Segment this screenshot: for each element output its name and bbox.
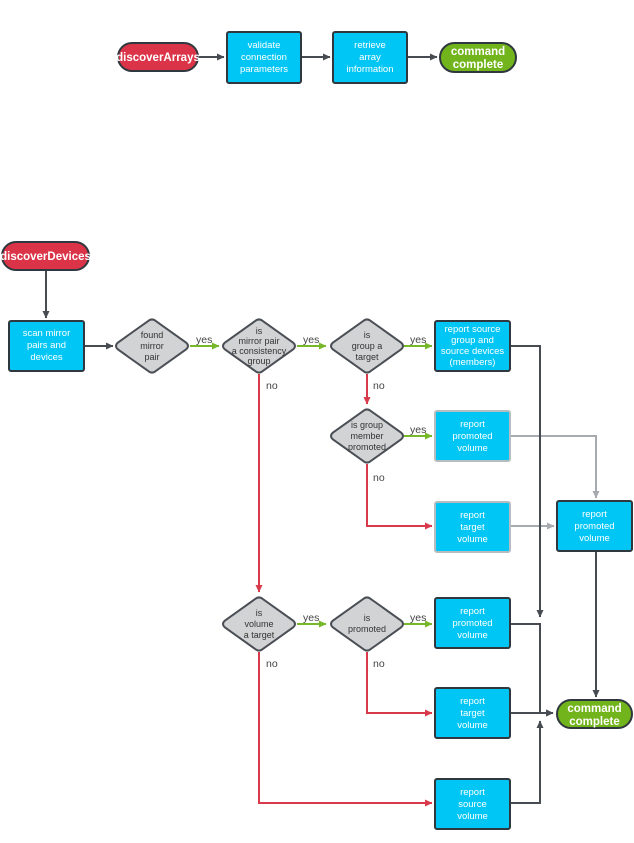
yes-label: yes [303, 612, 319, 624]
process-line: source devices [441, 346, 505, 357]
yes-label: yes [196, 334, 212, 346]
process-line: target [460, 522, 485, 533]
decision-volume-a-target: is volume a target [222, 596, 296, 652]
process-retrieve-array-information: retrieve array information [332, 31, 408, 84]
decision-line: found [141, 330, 164, 340]
process-line: target [460, 708, 485, 719]
process-line: parameters [240, 64, 288, 75]
process-validate-connection: validate connection parameters [226, 31, 302, 84]
edge-source-volume-to-complete [510, 720, 544, 804]
end-label-line: command [567, 703, 621, 715]
decision-line: target [355, 352, 379, 362]
process-line: volume [457, 720, 488, 731]
yes-label: yes [410, 424, 426, 436]
decision-line: a target [244, 630, 275, 640]
decision-line: volume [244, 619, 273, 629]
end-terminal-devices: command complete [556, 699, 633, 729]
process-line: promoted [452, 618, 492, 629]
decision-line: a consistency [232, 346, 287, 356]
decision-line: is [364, 613, 371, 623]
process-line: promoted [574, 521, 614, 532]
edge-source-group-to-complete [510, 345, 544, 618]
process-line: volume [457, 534, 488, 545]
process-line: array [359, 52, 381, 63]
end-label-line: complete [453, 59, 504, 71]
process-line: report [460, 419, 485, 430]
devices-flow: yes yes yes yes yes yes no no no no no d… [0, 241, 633, 830]
no-label: no [266, 380, 278, 392]
edge-volume-target-no [258, 652, 433, 807]
process-line: report [460, 696, 485, 707]
decision-line: is [256, 326, 263, 336]
devices-edges [42, 269, 600, 807]
process-line: report [460, 787, 485, 798]
decision-line: is [364, 330, 371, 340]
process-line: volume [457, 630, 488, 641]
arrays-flow: discoverArrays validate connection param… [116, 31, 517, 84]
process-line: volume [457, 443, 488, 454]
no-label: no [373, 472, 385, 484]
decision-line: group a [352, 341, 383, 351]
process-report-source-group: report source group and source devices (… [434, 320, 511, 372]
decision-group-a-target: is group a target [330, 318, 404, 374]
process-report-source-volume: report source volume [434, 778, 511, 830]
decision-line: member [350, 431, 383, 441]
process-line: report [460, 510, 485, 521]
process-line: group and [451, 335, 494, 346]
process-report-target-member-volume: report target volume [434, 501, 511, 553]
process-line: promoted [452, 431, 492, 442]
process-line: (members) [450, 357, 496, 368]
process-report-promoted-volume-merged: report promoted volume [556, 500, 633, 552]
decision-line: promoted [348, 624, 386, 634]
edge-promoted-no [366, 652, 433, 717]
no-label: no [373, 380, 385, 392]
edge-promoted-volume-to-complete [510, 623, 554, 717]
edge-member-promoted-no [366, 464, 433, 530]
process-line: validate [248, 40, 281, 51]
yes-label: yes [410, 612, 426, 624]
no-label: no [373, 658, 385, 670]
process-line: report source [445, 324, 501, 335]
end-terminal-arrays: command complete [439, 42, 517, 73]
yes-label: yes [410, 334, 426, 346]
process-line: volume [579, 533, 610, 544]
end-label-line: complete [569, 716, 620, 728]
decision-line: is [256, 608, 263, 618]
process-report-promoted-member-volume: report promoted volume [434, 410, 511, 462]
edge-labels: yes yes yes yes yes yes no no no no no [196, 334, 426, 670]
decision-line: group [247, 356, 270, 366]
process-line: retrieve [354, 40, 386, 51]
process-line: devices [30, 352, 62, 363]
process-line: pairs and [27, 340, 66, 351]
decision-line: is group [351, 420, 383, 430]
decision-found-mirror-pair: found mirror pair [115, 318, 189, 374]
decision-group-member-promoted: is group member promoted [330, 408, 404, 464]
start-terminal-discover-devices: discoverDevices [0, 241, 91, 271]
process-line: volume [457, 811, 488, 822]
start-terminal-discover-arrays: discoverArrays [116, 42, 200, 72]
process-line: source [458, 799, 487, 810]
process-line: information [347, 64, 394, 75]
decision-line: mirror [140, 341, 164, 351]
process-report-promoted-volume: report promoted volume [434, 597, 511, 649]
start-label: discoverArrays [116, 52, 200, 64]
decision-line: mirror pair [238, 336, 279, 346]
decision-is-promoted: is promoted [330, 596, 404, 652]
process-scan-mirror-pairs: scan mirror pairs and devices [8, 320, 85, 372]
yes-label: yes [303, 334, 319, 346]
decision-line: promoted [348, 442, 386, 452]
process-line: report [460, 606, 485, 617]
start-label: discoverDevices [0, 251, 91, 263]
process-line: connection [241, 52, 287, 63]
decision-line: pair [144, 352, 159, 362]
end-label-line: command [451, 46, 505, 58]
decision-mirror-pair-consistency-group: is mirror pair a consistency group [222, 318, 296, 374]
process-line: report [582, 509, 607, 520]
process-line: scan mirror [23, 328, 71, 339]
process-report-target-volume: report target volume [434, 687, 511, 739]
no-label: no [266, 658, 278, 670]
edge-member-promoted-to-merged [510, 435, 600, 499]
